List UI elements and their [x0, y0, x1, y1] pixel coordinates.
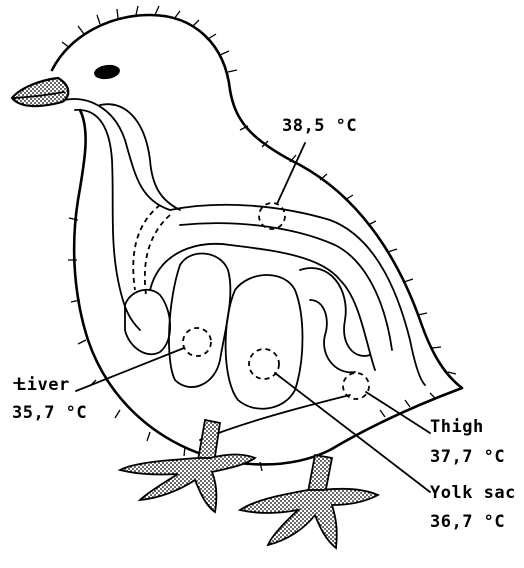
measurement-site-liver	[183, 328, 211, 356]
internal-organs	[64, 99, 425, 440]
label-liver-temp: 35,7 °C	[12, 403, 87, 423]
eye	[93, 63, 121, 80]
measurement-site-yolk	[249, 349, 279, 379]
leader-line-yolk	[275, 373, 430, 492]
legs	[120, 420, 378, 548]
measurement-site-thigh	[343, 373, 369, 399]
label-yolk-name: Yolk sac	[430, 483, 516, 503]
label-thigh-temp: 37,7 °C	[430, 447, 505, 467]
label-thigh-name: Thigh	[430, 417, 484, 437]
leader-line-thigh	[366, 392, 430, 433]
leader-line-top	[277, 143, 305, 204]
label-liver-name: Liver	[16, 375, 70, 395]
label-top-temp: 38,5 °C	[282, 116, 357, 136]
label-yolk-temp: 36,7 °C	[430, 512, 505, 532]
